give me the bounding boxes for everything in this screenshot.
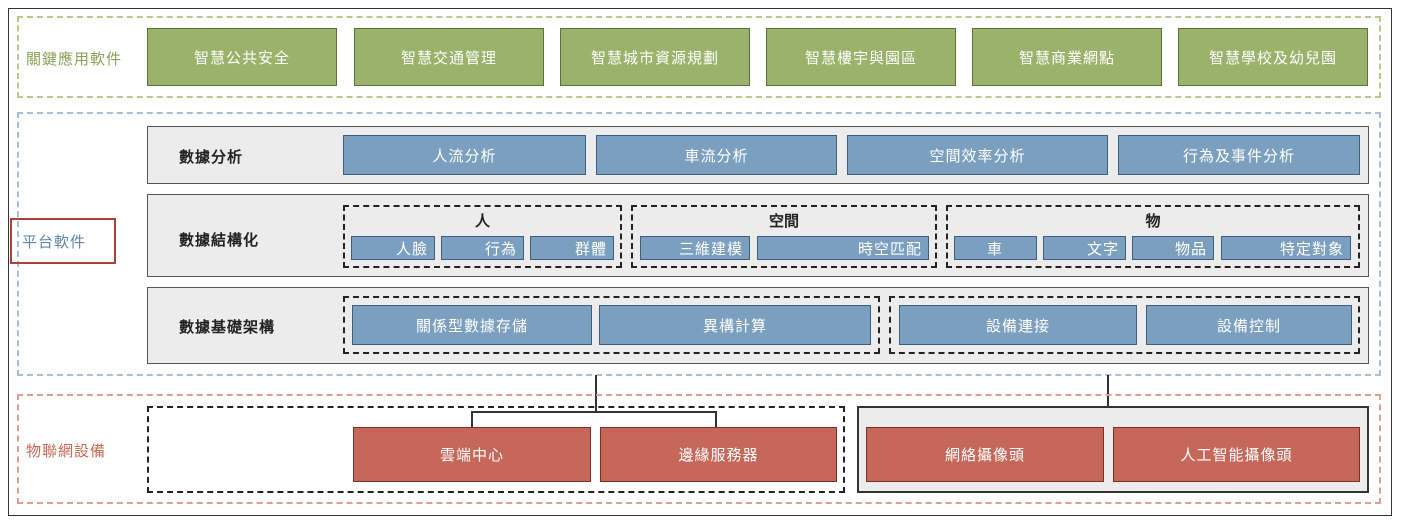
iot-layer-section [17, 394, 1381, 504]
iot-layer-label: 物聯網設備 [26, 442, 107, 460]
connector-line [471, 411, 473, 427]
group-object-title: 物 [1145, 212, 1161, 230]
group-person [343, 205, 622, 268]
connector-line [471, 411, 717, 413]
infra-item: 設備連接 [899, 305, 1137, 345]
iot-group-compute [147, 406, 845, 493]
analysis-label: 數據分析 [179, 148, 244, 166]
app-item: 智慧城市資源規劃 [560, 28, 750, 86]
app-item: 智慧商業網點 [972, 28, 1162, 86]
iot-item: 人工智能攝像頭 [1113, 427, 1360, 482]
app-item: 智慧交通管理 [354, 28, 544, 86]
app-item: 智慧公共安全 [147, 28, 337, 86]
analysis-item: 行為及事件分析 [1118, 135, 1360, 175]
person-item: 群體 [530, 236, 614, 260]
structuring-row [147, 194, 1369, 277]
group-space-title: 空間 [768, 212, 799, 230]
platform-layer-section [17, 112, 1381, 376]
group-space [631, 205, 937, 268]
app-layer-section [17, 16, 1381, 98]
analysis-item: 空間效率分析 [847, 135, 1108, 175]
space-item: 時空匹配 [757, 236, 929, 260]
connector-line [715, 411, 717, 427]
iot-item: 網絡攝像頭 [866, 427, 1104, 482]
object-item: 車 [954, 236, 1037, 260]
diagram-frame [8, 8, 1392, 516]
person-item: 行為 [441, 236, 524, 260]
iot-item: 邊緣服務器 [600, 427, 837, 482]
object-item: 特定對象 [1221, 236, 1351, 260]
infra-group-device [889, 296, 1360, 354]
analysis-item: 車流分析 [596, 135, 837, 175]
space-item: 三維建模 [640, 236, 750, 260]
object-item: 文字 [1043, 236, 1126, 260]
person-item: 人臉 [351, 236, 435, 260]
infra-group-storage [343, 296, 880, 354]
app-item: 智慧學校及幼兒園 [1178, 28, 1368, 86]
group-person-title: 人 [474, 212, 490, 230]
analysis-item: 人流分析 [343, 135, 586, 175]
object-item: 物品 [1132, 236, 1214, 260]
iot-item: 雲端中心 [353, 427, 591, 482]
app-item: 智慧樓宇與園區 [766, 28, 956, 86]
group-object [946, 205, 1360, 268]
platform-layer-label: 平台軟件 [10, 218, 116, 264]
infra-item: 設備控制 [1146, 305, 1352, 345]
infrastructure-label: 數據基礎架構 [179, 318, 276, 336]
structuring-label: 數據結構化 [179, 231, 260, 249]
infra-item: 異構計算 [599, 305, 871, 345]
infra-item: 關係型數據存儲 [352, 305, 592, 345]
app-layer-label: 關鍵應用軟件 [26, 50, 123, 68]
